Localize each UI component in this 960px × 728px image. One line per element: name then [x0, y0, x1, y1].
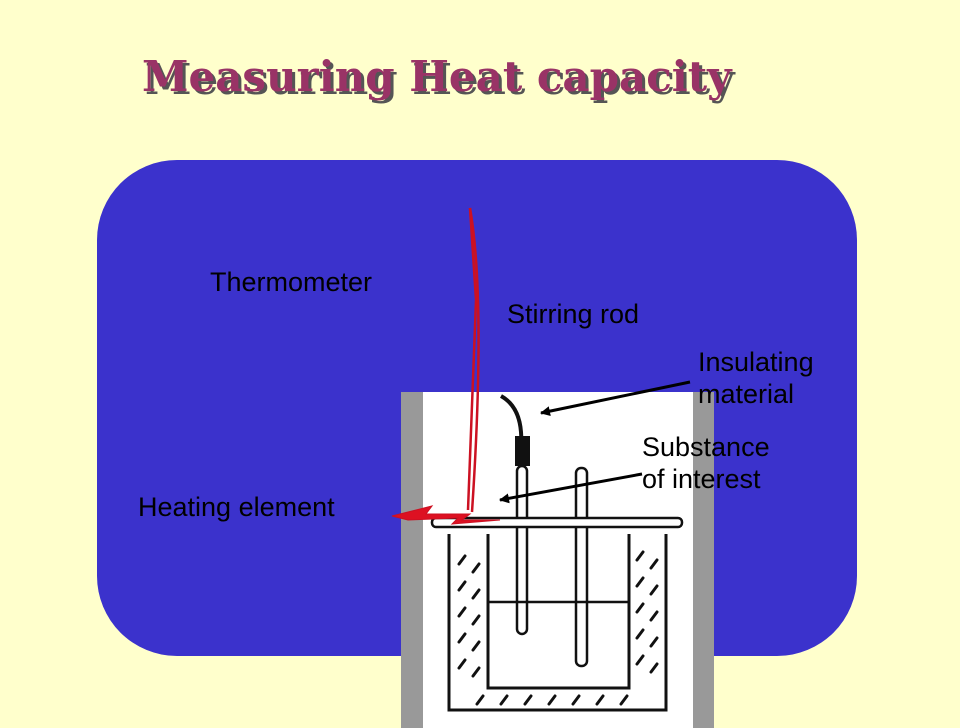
- substance-label-2: of interest: [642, 464, 761, 494]
- stirring-rod-label: Stirring rod: [507, 299, 640, 329]
- thermometer-label: Thermometer: [210, 267, 373, 297]
- stirring-rod: [574, 466, 589, 668]
- calorimeter-figure: [401, 392, 714, 728]
- inner-container: [486, 534, 631, 690]
- calorimeter-drawing: [401, 392, 714, 728]
- substance-label-1: Substance: [642, 432, 770, 462]
- heating-element-label: Heating element: [138, 492, 335, 522]
- left-gray-bar: [401, 392, 423, 728]
- thermometer-stem: [515, 464, 529, 636]
- insulating-material-label-1: Insulating: [698, 347, 814, 377]
- lid: [430, 516, 684, 529]
- insulating-material-label-2: material: [698, 379, 795, 409]
- insulation-hatch-bottom: [475, 694, 629, 706]
- thermometer-cable: [499, 394, 524, 451]
- thermometer-head: [515, 436, 530, 466]
- slide-title: Measuring Heat capacity: [142, 52, 732, 101]
- outer-container: [447, 534, 668, 712]
- insulation-hatch-right: [635, 550, 659, 674]
- right-gray-bar: [693, 392, 714, 728]
- insulation-hatch-left: [457, 554, 481, 678]
